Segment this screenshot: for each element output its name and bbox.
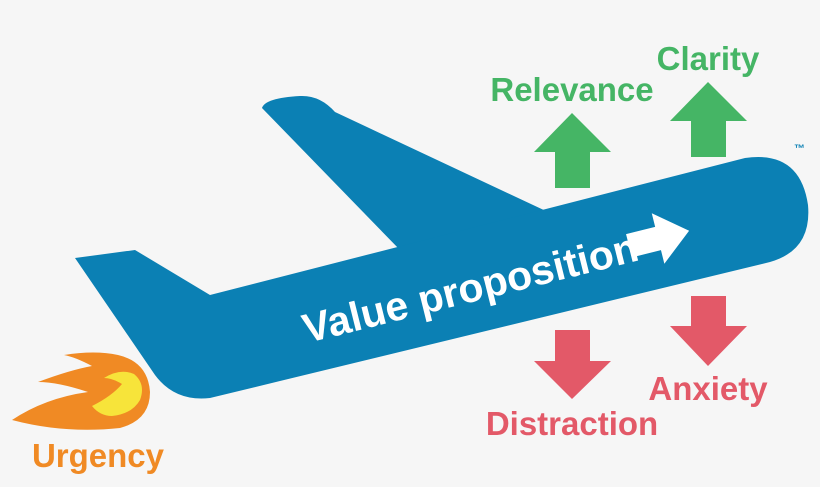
plane-wing	[262, 95, 548, 250]
force-label-relevance: Relevance	[490, 71, 653, 108]
plane-fuselage	[75, 156, 809, 399]
force-label-distraction: Distraction	[486, 405, 658, 442]
thrust-label-urgency: Urgency	[32, 437, 165, 474]
arrow-right-icon	[626, 213, 690, 264]
arrow-down-icon	[670, 296, 747, 366]
trademark-symbol: ™	[794, 143, 805, 155]
force-label-clarity: Clarity	[657, 40, 760, 77]
force-label-anxiety: Anxiety	[648, 370, 768, 407]
arrow-up-icon	[670, 82, 747, 157]
arrow-down-icon	[534, 330, 611, 399]
flame-icon	[12, 352, 150, 430]
airplane	[75, 95, 809, 399]
arrow-up-icon	[534, 113, 611, 188]
